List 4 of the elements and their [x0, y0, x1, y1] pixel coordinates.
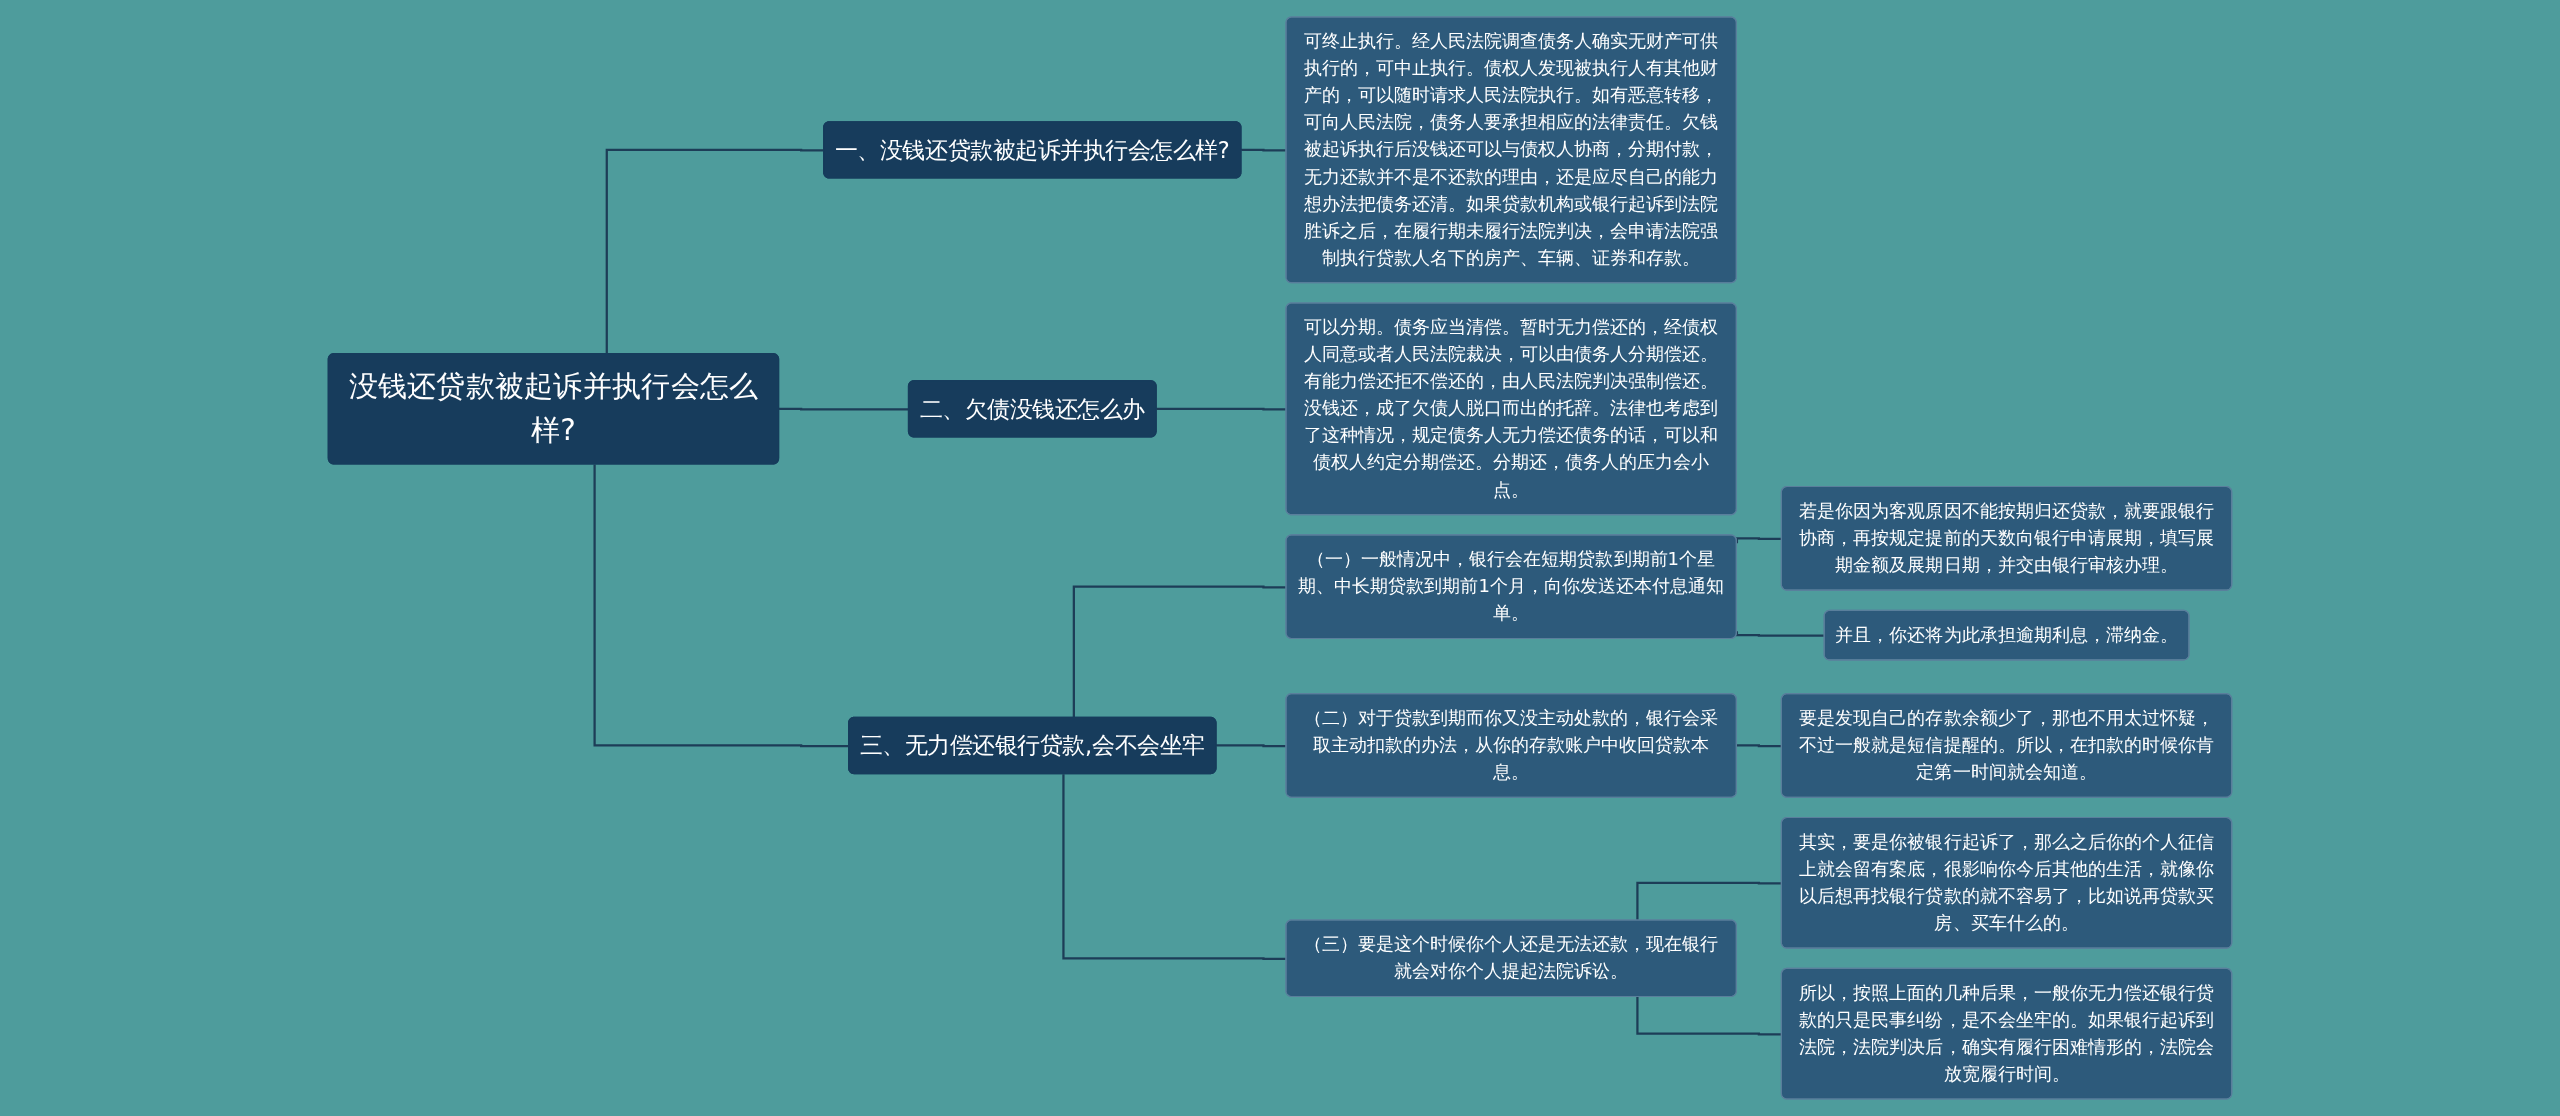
connector	[1636, 881, 1782, 921]
connector	[1636, 997, 1782, 1036]
connector	[1735, 631, 1825, 637]
connector	[778, 407, 909, 411]
